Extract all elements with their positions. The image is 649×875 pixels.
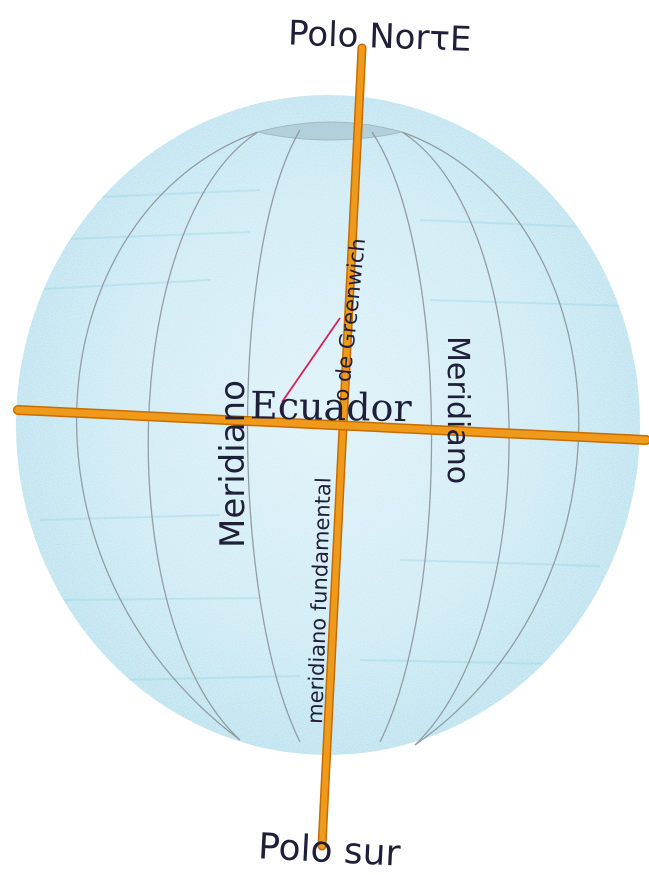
meridian-left-label: Meridiano [213,380,253,548]
south-pole-label: Polo sur [257,826,401,874]
north-pole-label: Polo NorτE [287,13,472,59]
meridian-right-label: Meridiano [440,336,475,484]
